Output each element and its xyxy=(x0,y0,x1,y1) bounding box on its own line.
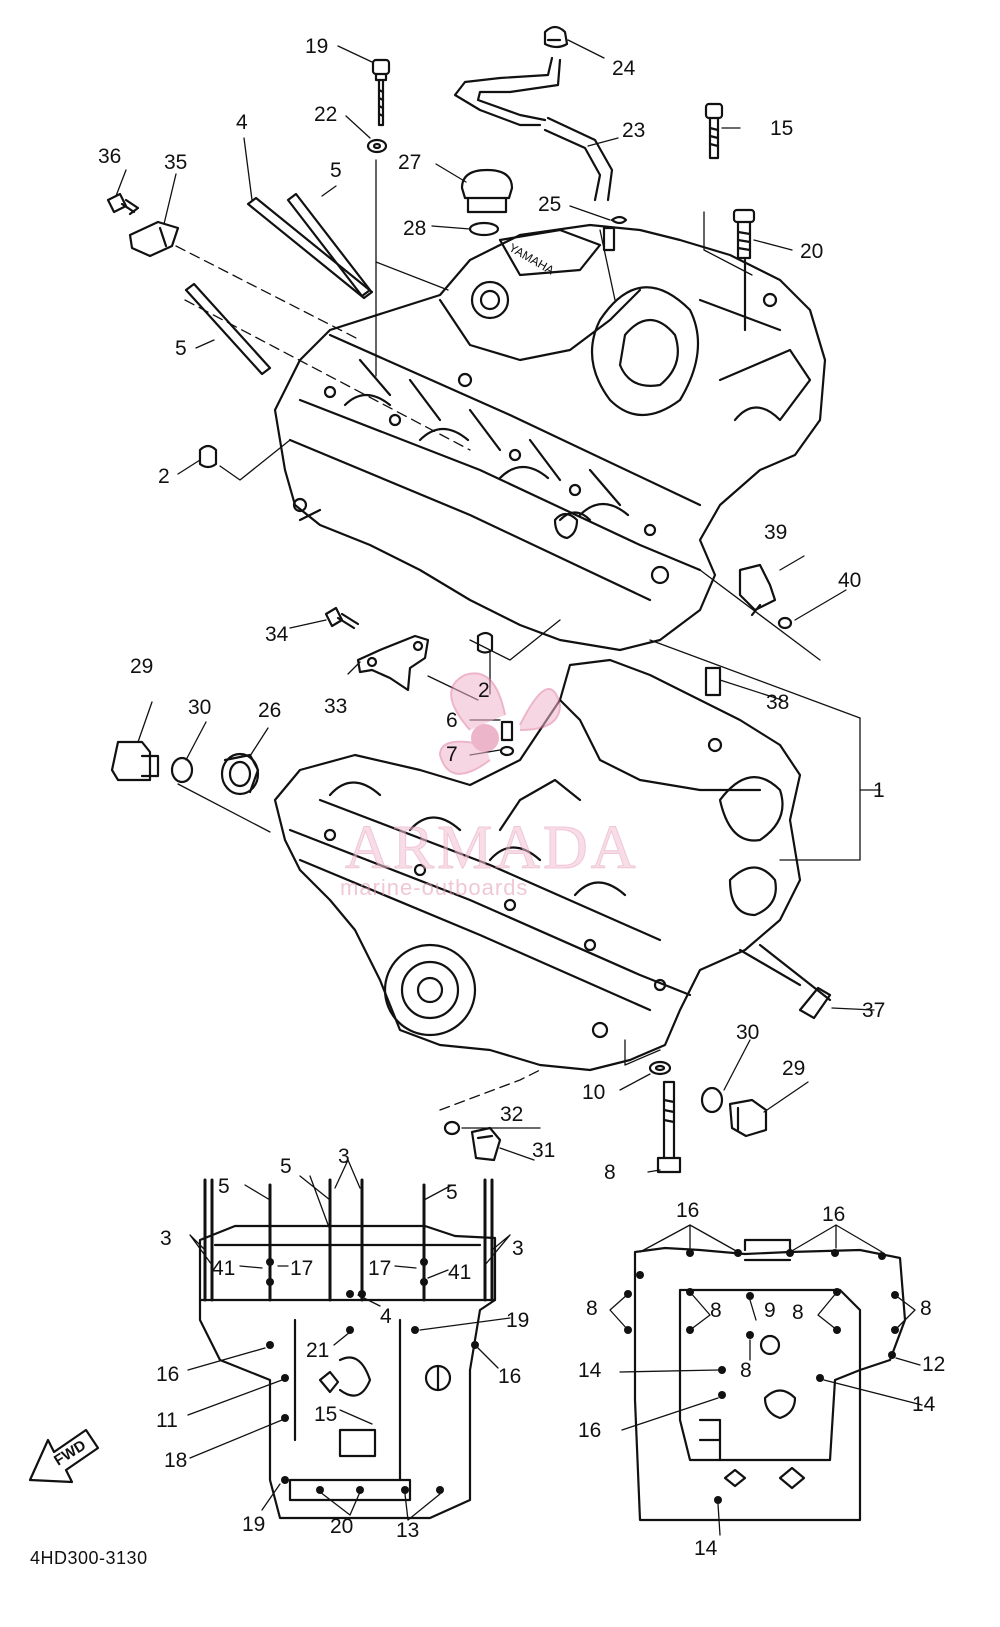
callout-16: 16 xyxy=(498,1365,522,1388)
callout-41: 41 xyxy=(212,1257,236,1280)
callout-8: 8 xyxy=(604,1161,616,1184)
watermark-subtitle: marine-outboards xyxy=(340,875,528,900)
callout-9: 9 xyxy=(764,1299,776,1322)
top-parts xyxy=(106,25,756,469)
lower-right-bolt-pattern xyxy=(609,1224,923,1536)
callout-33: 33 xyxy=(324,695,348,718)
watermark-title: ARMADA xyxy=(345,814,639,882)
callout-38: 38 xyxy=(766,691,790,714)
callout-37: 37 xyxy=(862,999,886,1022)
callout-34: 34 xyxy=(265,623,289,646)
callout-5: 5 xyxy=(218,1175,230,1198)
callout-16: 16 xyxy=(822,1203,846,1226)
callout-35: 35 xyxy=(164,151,188,174)
callout-26: 26 xyxy=(258,699,282,722)
callout-17: 17 xyxy=(290,1257,314,1280)
leader-lines xyxy=(115,39,881,1173)
callout-5: 5 xyxy=(175,337,187,360)
callout-16: 16 xyxy=(156,1363,180,1386)
callout-14: 14 xyxy=(578,1359,602,1382)
callout-10: 10 xyxy=(582,1081,606,1104)
diagram-code: 4HD300-3130 xyxy=(30,1548,148,1568)
upper-crankcase xyxy=(273,223,827,652)
callout-4: 4 xyxy=(380,1305,392,1328)
armada-watermark: ARMADA marine-outboards xyxy=(340,672,639,900)
callout-19: 19 xyxy=(242,1513,266,1536)
callout-21: 21 xyxy=(306,1339,330,1362)
callout-3: 3 xyxy=(338,1145,350,1168)
callout-3: 3 xyxy=(512,1237,524,1260)
callout-25: 25 xyxy=(538,193,562,216)
callout-31: 31 xyxy=(532,1139,556,1162)
callout-8: 8 xyxy=(792,1301,804,1324)
callout-23: 23 xyxy=(622,119,646,142)
callout-40: 40 xyxy=(838,569,862,592)
callout-16: 16 xyxy=(578,1419,602,1442)
callout-16: 16 xyxy=(676,1199,700,1222)
callout-32: 32 xyxy=(500,1103,524,1126)
callout-17: 17 xyxy=(368,1257,392,1280)
callout-4: 4 xyxy=(236,111,248,134)
callout-2: 2 xyxy=(158,465,170,488)
callout-8: 8 xyxy=(920,1297,932,1320)
callout-20: 20 xyxy=(330,1515,354,1538)
middle-parts xyxy=(110,563,832,1174)
callout-15: 15 xyxy=(314,1403,338,1426)
callout-18: 18 xyxy=(164,1449,188,1472)
callout-8: 8 xyxy=(740,1359,752,1382)
callout-12: 12 xyxy=(922,1353,946,1376)
callout-20: 20 xyxy=(800,240,824,263)
fwd-arrow-icon xyxy=(28,1428,100,1484)
callout-5: 5 xyxy=(446,1181,458,1204)
callout-36: 36 xyxy=(98,145,122,168)
callout-39: 39 xyxy=(764,521,788,544)
callout-22: 22 xyxy=(314,103,338,126)
callout-29: 29 xyxy=(782,1057,806,1080)
callout-27: 27 xyxy=(398,151,422,174)
callout-19: 19 xyxy=(506,1309,530,1332)
case-logo-text: YAMAHA xyxy=(507,240,557,277)
callout-24: 24 xyxy=(612,57,636,80)
callout-5: 5 xyxy=(330,159,342,182)
callout-19: 19 xyxy=(305,35,329,58)
callout-5: 5 xyxy=(280,1155,292,1178)
callout-15: 15 xyxy=(770,117,794,140)
callout-11: 11 xyxy=(156,1409,178,1432)
callout-3: 3 xyxy=(160,1227,172,1250)
callout-6: 6 xyxy=(446,709,458,732)
lower-left-bolt-pattern xyxy=(187,1159,511,1521)
callout-14: 14 xyxy=(694,1537,718,1560)
callout-2: 2 xyxy=(478,679,490,702)
callout-8: 8 xyxy=(586,1297,598,1320)
callout-13: 13 xyxy=(396,1519,420,1542)
callout-1: 1 xyxy=(873,779,885,802)
callout-30: 30 xyxy=(188,696,212,719)
callout-7: 7 xyxy=(446,743,458,766)
callout-30: 30 xyxy=(736,1021,760,1044)
callout-8: 8 xyxy=(710,1299,722,1322)
callout-29: 29 xyxy=(130,655,154,678)
lower-crankcase xyxy=(273,658,832,1072)
callout-41: 41 xyxy=(448,1261,472,1284)
callout-28: 28 xyxy=(403,217,427,240)
callout-14: 14 xyxy=(912,1393,936,1416)
